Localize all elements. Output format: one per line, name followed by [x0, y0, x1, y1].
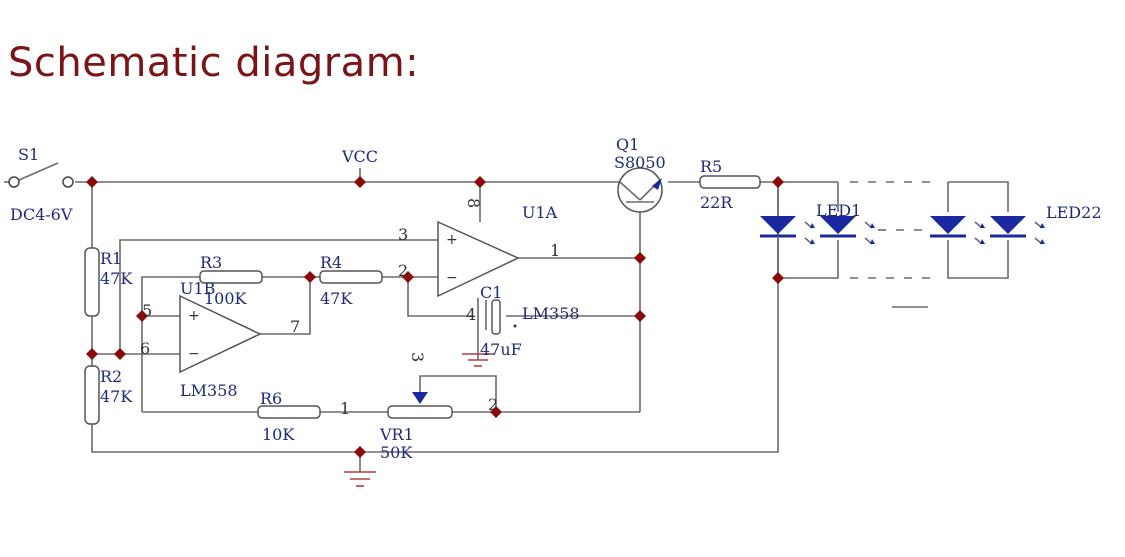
u1b-plus-sign: +	[188, 308, 200, 324]
label-r2-value: 47K	[100, 387, 133, 406]
switch-s1	[8, 162, 74, 188]
label-s1: S1	[18, 145, 39, 164]
ground-symbol-c1	[462, 353, 494, 367]
label-led-first: LED1	[816, 201, 861, 220]
label-r1-name: R1	[100, 249, 122, 268]
wires	[4, 168, 1009, 472]
label-r4-value: 47K	[320, 289, 353, 308]
label-u1b-pin5: 5	[142, 301, 152, 320]
u1a-minus-sign: −	[446, 270, 458, 286]
label-r5-name: R5	[700, 157, 722, 176]
resistor-r2	[84, 365, 100, 425]
label-vr1-name: VR1	[379, 425, 414, 444]
label-q1-part: S8050	[614, 153, 666, 172]
label-u1a-name: U1A	[522, 203, 558, 222]
label-r1-value: 47K	[100, 269, 133, 288]
resistor-r6	[257, 405, 321, 419]
opamp-u1a	[437, 220, 520, 298]
u1a-plus-sign: +	[446, 232, 458, 248]
junctions	[86, 176, 784, 458]
label-u1a-pin3: 3	[398, 225, 408, 244]
resistor-r4	[319, 270, 383, 284]
label-u1b-pin7: 7	[290, 317, 300, 336]
led-1	[760, 182, 815, 278]
resistor-r1	[84, 247, 100, 317]
label-supply: DC4-6V	[10, 205, 73, 224]
label-u1b-part: LM358	[180, 381, 238, 400]
label-q1-name: Q1	[616, 135, 639, 154]
label-r3-value: 100K	[204, 289, 248, 308]
label-u1a-pin1: 1	[550, 241, 560, 260]
label-vr1-pin3: 3	[408, 352, 427, 362]
label-c1-value: 47uF	[480, 340, 522, 359]
label-u1a-pin8: 8	[464, 198, 483, 208]
page-title: Schematic diagram:	[8, 40, 420, 86]
label-vr1-pin1: 1	[340, 399, 350, 418]
label-r5-value: 22R	[700, 193, 733, 212]
label-vr1-value: 50K	[380, 443, 413, 462]
label-r4-name: R4	[320, 253, 342, 272]
label-u1b-name: U1B	[180, 279, 215, 298]
label-u1a-pin2: 2	[398, 261, 408, 280]
ground-symbol	[344, 471, 376, 487]
label-c1-name: C1	[480, 283, 502, 302]
transistor-q1	[617, 167, 663, 213]
potentiometer-vr1	[387, 405, 453, 419]
capacitor-c1	[477, 298, 517, 360]
resistor-r3	[199, 270, 263, 284]
label-vr1-pin2: 2	[488, 395, 498, 414]
opamp-u1b	[179, 294, 262, 374]
label-led-last: LED22	[1046, 203, 1102, 222]
wiper-arrow-icon	[412, 392, 428, 404]
led-21	[930, 216, 985, 245]
u1b-minus-sign: −	[188, 346, 200, 362]
label-u1a-pin4: 4	[466, 305, 476, 324]
label-u1a-part: LM358	[522, 304, 580, 323]
led-2	[820, 216, 875, 245]
label-r2-name: R2	[100, 367, 122, 386]
led-22	[990, 216, 1045, 245]
label-r6-value: 10K	[262, 425, 295, 444]
label-r6-name: R6	[260, 389, 282, 408]
label-vcc: VCC	[341, 147, 378, 166]
resistor-r5	[699, 175, 761, 189]
label-r3-name: R3	[200, 253, 222, 272]
label-u1b-pin6: 6	[140, 339, 150, 358]
